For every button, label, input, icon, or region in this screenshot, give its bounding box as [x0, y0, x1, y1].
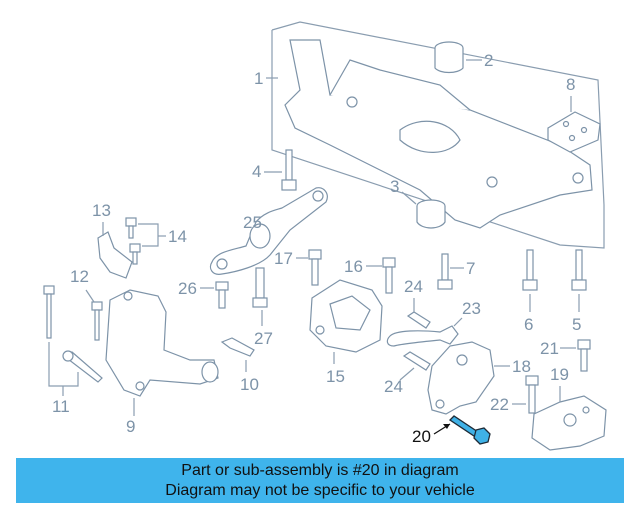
- callout-7: 7: [466, 259, 475, 278]
- callout-13: 13: [92, 201, 111, 220]
- callout-18: 18: [512, 357, 531, 376]
- bolt-16[interactable]: [382, 257, 396, 294]
- callout-1: 1: [254, 69, 263, 88]
- bracket-13[interactable]: [97, 231, 133, 279]
- callout-2: 2: [484, 51, 493, 70]
- bolts-11[interactable]: [43, 285, 103, 383]
- callout-8: 8: [566, 75, 575, 94]
- callout-15: 15: [326, 367, 345, 386]
- callout-25: 25: [243, 213, 262, 232]
- bracket-18[interactable]: [427, 341, 495, 415]
- subframe-group[interactable]: [271, 21, 605, 249]
- callout-10: 10: [240, 375, 259, 394]
- bolt-26[interactable]: [215, 281, 229, 309]
- bolt-20-highlighted[interactable]: [448, 415, 491, 445]
- torque-arm-25[interactable]: [209, 187, 328, 275]
- callout-14: 14: [168, 227, 187, 246]
- bolt-5[interactable]: [571, 249, 587, 291]
- transmission-mount-15[interactable]: [309, 279, 383, 353]
- callout-20: 20: [412, 427, 431, 446]
- caption-banner: Part or sub-assembly is #20 in diagram D…: [16, 458, 624, 503]
- callout-6: 6: [524, 315, 533, 334]
- bolt-7[interactable]: [437, 253, 453, 290]
- callout-11: 11: [52, 397, 70, 416]
- mount-19[interactable]: [531, 395, 607, 451]
- callout-16: 16: [344, 257, 363, 276]
- callout-27: 27: [254, 329, 273, 348]
- engine-mount-9[interactable]: [105, 289, 219, 397]
- bolt-24-upper[interactable]: [406, 311, 431, 329]
- callout-21: 21: [540, 339, 559, 358]
- callout-26: 26: [178, 279, 197, 298]
- plate-8[interactable]: [547, 111, 601, 153]
- callout-24-lower: 24: [384, 377, 403, 396]
- callout-17: 17: [274, 249, 293, 268]
- link-23[interactable]: [386, 325, 459, 347]
- bolt-4[interactable]: [281, 149, 297, 191]
- caption-line-2: Diagram may not be specific to your vehi…: [165, 482, 475, 499]
- callout-19: 19: [550, 365, 569, 384]
- bolt-10[interactable]: [220, 337, 255, 357]
- bolt-24-lower[interactable]: [402, 351, 431, 371]
- callout-12: 12: [70, 267, 89, 286]
- bolt-21[interactable]: [577, 339, 591, 372]
- callout-4: 4: [252, 162, 261, 181]
- parts-diagram: 1 2 3 8 4 25 13 14 12: [43, 21, 607, 451]
- bolt-6[interactable]: [522, 249, 538, 291]
- bolt-22[interactable]: [525, 375, 539, 414]
- bolt-17[interactable]: [308, 249, 322, 286]
- callout-9: 9: [126, 417, 135, 436]
- bolts-14[interactable]: [125, 217, 141, 265]
- callout-22: 22: [490, 395, 509, 414]
- callout-5: 5: [572, 315, 581, 334]
- callout-3: 3: [390, 177, 399, 196]
- bolt-27[interactable]: [252, 267, 268, 308]
- callout-23: 23: [462, 299, 481, 318]
- callout-24-upper: 24: [404, 277, 423, 296]
- bolt-12[interactable]: [91, 301, 103, 341]
- caption-line-1: Part or sub-assembly is #20 in diagram: [181, 462, 459, 479]
